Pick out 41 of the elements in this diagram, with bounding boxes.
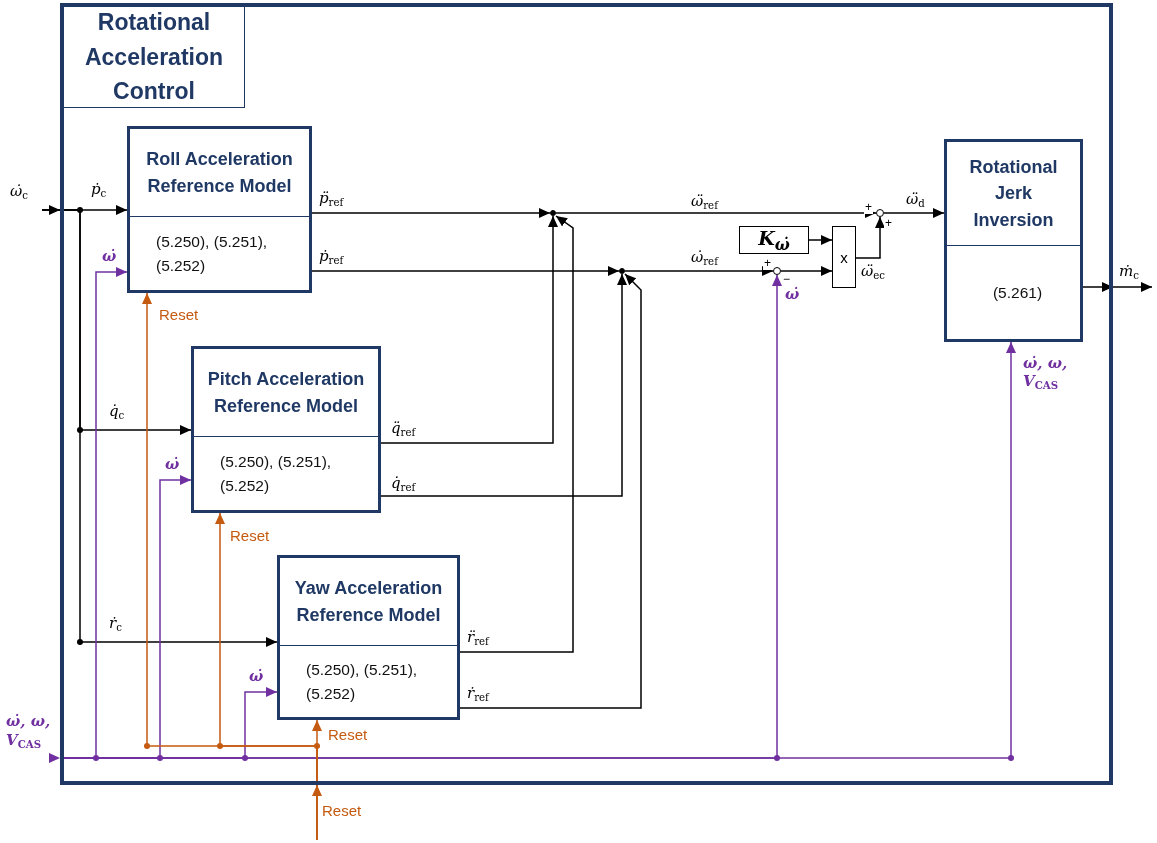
equation-refs: (5.250), (5.251), (5.252) [155, 232, 269, 276]
subsystem-title: Rotational Acceleration Control [64, 7, 245, 108]
junction-dot [619, 268, 625, 274]
signal-arrow [459, 273, 642, 709]
signal-arrow [855, 216, 885, 259]
signal-arrow [1082, 282, 1153, 292]
signal-arrow [311, 266, 620, 276]
signal-arrow [808, 235, 833, 245]
sign-label: + [763, 256, 772, 271]
signal-arrow [380, 215, 558, 444]
signal-arrow [780, 266, 833, 276]
model-block [127, 126, 312, 293]
signal-arrow [41, 209, 278, 647]
model-block [944, 139, 1083, 342]
equation-refs: (5.250), (5.251), (5.252) [219, 452, 333, 496]
signal-arrow [380, 273, 627, 497]
junction-dot [550, 210, 556, 216]
signal-arrow [459, 215, 574, 653]
signal-label: ω̇$_{c}$ [10, 178, 42, 211]
summing-junction [876, 209, 884, 217]
signal-arrow [311, 208, 551, 218]
signal-arrow [883, 208, 945, 218]
sign-label: + [884, 216, 893, 231]
signal-arrow [312, 719, 322, 841]
model-block [191, 346, 381, 513]
equation-refs: (5.261) [991, 282, 1044, 303]
signal-arrow [624, 266, 774, 276]
equation-refs: (5.250), (5.251), (5.252) [305, 660, 419, 704]
summing-junction [773, 267, 781, 275]
model-block [277, 555, 460, 720]
block-heading: Rotational Jerk Inversion [968, 156, 1059, 232]
block-heading: Roll Acceleration Reference Model [145, 148, 294, 198]
sign-label: + [864, 200, 873, 215]
multiplier-block: x [832, 226, 856, 288]
signal-label: Reset [306, 798, 368, 840]
signal-arrow [63, 341, 1016, 759]
gain-block: K$_{ω̇}$ [739, 226, 809, 254]
subsystem-frame [60, 3, 1113, 785]
signal-label: ω̇, ω, V$_{CAS}$ [6, 712, 64, 759]
block-heading: Pitch Acceleration Reference Model [206, 368, 366, 418]
block-heading: Yaw Acceleration Reference Model [293, 577, 444, 627]
